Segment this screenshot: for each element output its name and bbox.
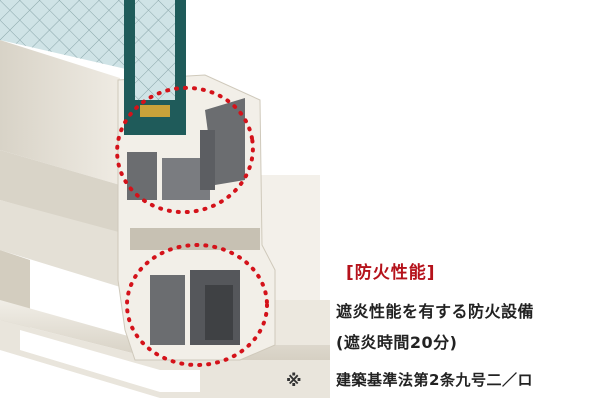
fire-resistance-time: (遮炎時間20分): [336, 333, 458, 352]
note-mark: ※: [286, 371, 302, 390]
building-code-reference: 建築基準法第2条九号二／ロ: [336, 371, 533, 389]
fire-performance-description: 遮炎性能を有する防火設備: [336, 302, 535, 321]
highlight-circle-lower: [125, 243, 269, 367]
frame-extrusion: [0, 40, 130, 330]
fire-performance-heading: [防火性能]: [346, 263, 436, 283]
glass-unit: [124, 0, 186, 135]
wire-glass-pane: [0, 0, 130, 70]
lower-chambers: [130, 228, 260, 345]
upper-chambers: [127, 98, 245, 200]
highlight-circle-upper: [115, 85, 255, 215]
